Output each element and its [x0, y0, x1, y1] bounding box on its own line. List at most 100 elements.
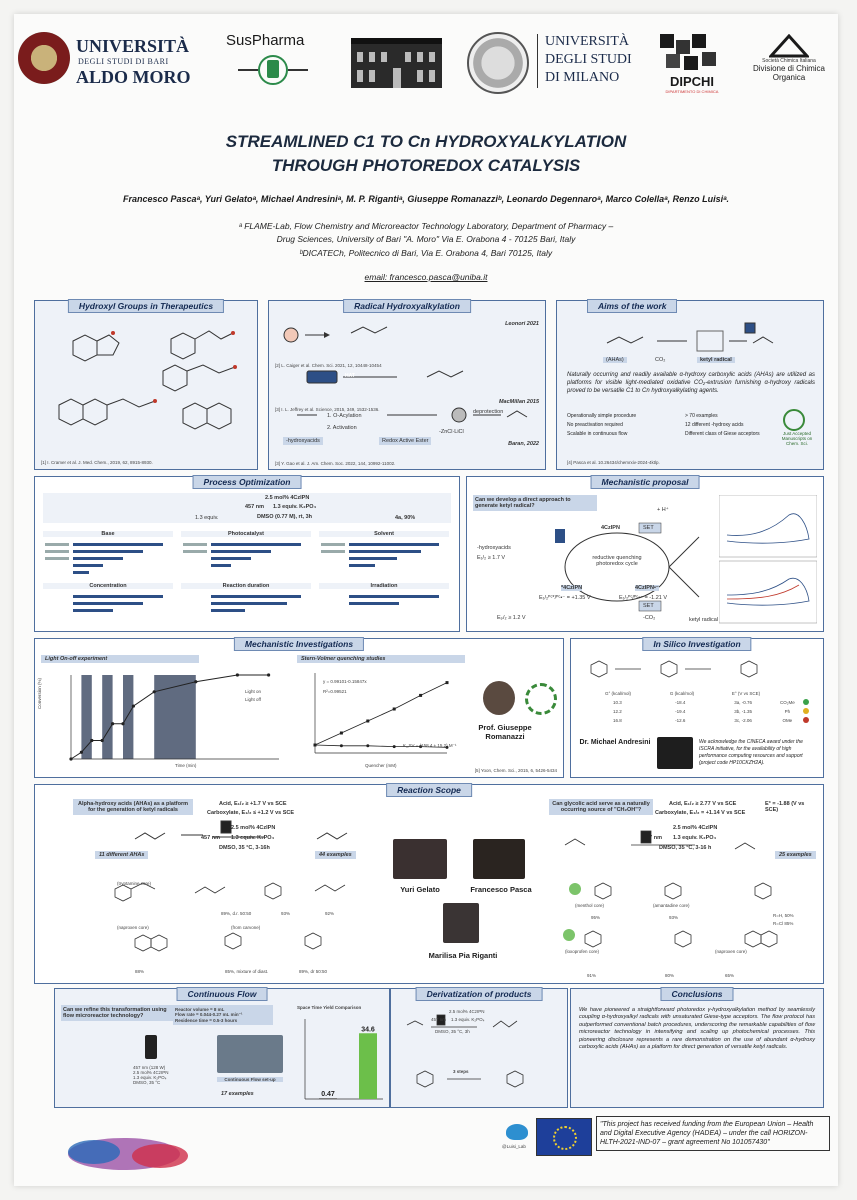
poster: UNIVERSITÀ DEGLI STUDI DI BARI ALDO MORO…	[14, 14, 838, 1186]
insilico-cell: 3b, -1.35	[734, 708, 752, 714]
mp-ketyl: ketyl radical	[689, 617, 719, 623]
onoff-point	[235, 673, 239, 677]
insilico-cell: -19.4	[675, 708, 686, 714]
scope-left-tag-examples: 44 examples	[315, 851, 356, 859]
scope-r7: R=Cl 85%	[773, 921, 794, 926]
insilico-cell: 3c, -2.06	[734, 717, 752, 723]
unimi-seal-icon	[467, 32, 529, 94]
label-ester: Redox Active Ester	[379, 437, 432, 445]
scope-r3: 91%	[587, 973, 597, 978]
label-acylation: 1. O-Acylation	[327, 413, 362, 419]
ref-jeffrey: [3] I. L. Jeffrey et al. Science, 2015, …	[275, 407, 380, 412]
scope-r2: 93%	[669, 915, 679, 920]
section-mech-investigations: Mechanistic Investigations Light On-off …	[34, 637, 564, 778]
dipchi-mark-icon	[660, 34, 716, 70]
pasca-name: Francesco Pasca	[470, 885, 532, 894]
mp-cycle-name: reductive quenching photoredox cycle	[592, 555, 642, 567]
deriv-cond-3: 1.3 equiv. K₂PO₄	[451, 1017, 485, 1022]
insilico-cell: Ph	[784, 708, 791, 714]
gelato-name: Yuri Gelato	[400, 885, 440, 894]
sv-point	[366, 744, 370, 748]
sv-point	[313, 743, 317, 747]
flow-reactor-icon	[145, 1035, 157, 1059]
sv-point	[445, 681, 449, 685]
dark-band	[81, 675, 92, 759]
pasca-photo	[473, 839, 525, 879]
onoff-point	[152, 690, 156, 694]
mp-e-anion: E₁/₂ᴾᶜ/ᴾᶜ•⁻ = -1.21 V	[619, 595, 668, 601]
ref-caiger: [2] L. Caiger et al. Chem. Sci. 2021, 12…	[275, 363, 382, 368]
section-title: Radical Hydroxyalkylation	[343, 299, 471, 313]
flow-setup-label: Continuous Flow set-up	[217, 1077, 283, 1082]
flow-params: Reactor volume = 8 mL Flow rate = 0.044-…	[173, 1005, 273, 1025]
affiliation-a2: Drug Sciences, University of Bari "A. Mo…	[276, 234, 576, 244]
onoff-point	[79, 750, 83, 754]
scope-r1: 95%	[591, 915, 601, 920]
onoff-point	[121, 722, 125, 726]
dipchi-name: DIPCHI	[669, 74, 715, 89]
aims-bullets-right: > 70 examples 12 different -hydroxy acid…	[685, 413, 781, 437]
mp-e-carboxylate: Eₚ/₂ ≥ 1.2 V	[497, 615, 526, 621]
insilico-header-row: G° (kcal/mol) G (kcal/mol) E° (V vs SCE)	[589, 691, 809, 696]
onoff-ylabel: Conversion (%)	[37, 677, 42, 709]
mp-cycle	[555, 522, 700, 612]
label-deprotection: deprotection	[473, 409, 504, 415]
sv-point	[339, 744, 343, 748]
onoff-point	[69, 757, 73, 761]
sv-point	[419, 693, 423, 697]
gear-logo-icon	[525, 683, 557, 715]
uniba-line1: UNIVERSITÀ	[76, 36, 190, 56]
dark-band	[123, 675, 134, 759]
suspharma-text: SusPharma	[226, 32, 305, 49]
aims-bullets-left: Operationally simple procedure No preact…	[567, 413, 677, 437]
aims-label-ahas: (AHAs)	[603, 357, 627, 363]
scope-y2: 93%	[281, 911, 291, 916]
ref-yoon: [5] Yoon, Chem. Sci., 2015, 6, 5426-5434	[474, 768, 557, 773]
sty-bar-batch	[319, 1098, 337, 1099]
email[interactable]: email: francesco.pasca@uniba.it	[364, 272, 488, 282]
label-b-sv: Stern-Volmer quenching studies	[297, 655, 465, 663]
label-activation: 2. Activation	[327, 425, 357, 431]
scope-menthol: (menthol core)	[575, 903, 605, 908]
insilico-cell: 16.8	[613, 717, 622, 723]
process-product: 4a, 90%	[395, 515, 416, 521]
stopwatch-icon	[783, 409, 805, 431]
sv-point	[366, 719, 370, 723]
th-g0: G° (kcal/mol)	[604, 691, 632, 696]
panel-duration: Reaction duration	[181, 583, 311, 589]
scope-tryptamine: (tryptamine core)	[117, 881, 152, 886]
mp-4czipn-top: 4CzIPN	[601, 525, 620, 531]
scope-left-box: Alpha-hydroxy acids (AHAs) as a platform…	[73, 799, 193, 815]
onoff-point	[111, 722, 115, 726]
process-bars-top	[45, 543, 439, 574]
mp-set-1: SET	[643, 525, 654, 531]
sv-xlabel: Quencher (mM)	[365, 763, 397, 768]
scope-right-tag-examples: 25 examples	[775, 851, 816, 859]
cv-plots	[719, 495, 817, 624]
andresini-name: Dr. Michael Andresini	[579, 739, 651, 746]
scope-amantadine: (amantadine core)	[653, 903, 690, 908]
sci-logo: Società Chimica Italiana Divisione di Ch…	[744, 34, 834, 94]
section-radical: Radical Hydroxyalkylation HAT Leonori 20…	[268, 299, 546, 470]
sv-series-line	[314, 682, 448, 746]
section-title: In Silico Investigation	[642, 637, 752, 651]
deriv-cond-4: DMSO, 35 °C, 3h	[435, 1029, 470, 1034]
scope-left-scheme	[134, 820, 348, 840]
romanazzi-name: Prof. Giuseppe Romanazzi	[478, 723, 532, 741]
unimi-line1: UNIVERSITÀ	[545, 34, 629, 49]
flow-setup-photo	[217, 1035, 283, 1073]
romanazzi-photo	[483, 681, 515, 715]
mp-e-excited: E₁/₂ᴾᶜ*/ᴾᶜ•⁻ = +1.35 V	[539, 595, 591, 601]
scope-left-cond-solvent: DMSO, 35 °C, 3-16h	[219, 845, 270, 851]
dipchi-sub: DIPARTIMENTO DI CHIMICA	[665, 89, 719, 94]
scope-r5: 65%	[725, 973, 735, 978]
flow-question: Can we refine this transformation using …	[61, 1005, 173, 1021]
deriv-cond-2: 457 nm	[431, 1017, 447, 1022]
section-flow: Continuous Flow Can we refine this trans…	[54, 987, 390, 1108]
status-dot-icon	[803, 717, 809, 723]
scope-left-products	[114, 882, 346, 952]
twitter-handle[interactable]: @Luisi_Lab	[502, 1144, 526, 1149]
process-cond-light: 457 nm	[245, 504, 264, 510]
therapeutics-structures	[58, 330, 237, 430]
